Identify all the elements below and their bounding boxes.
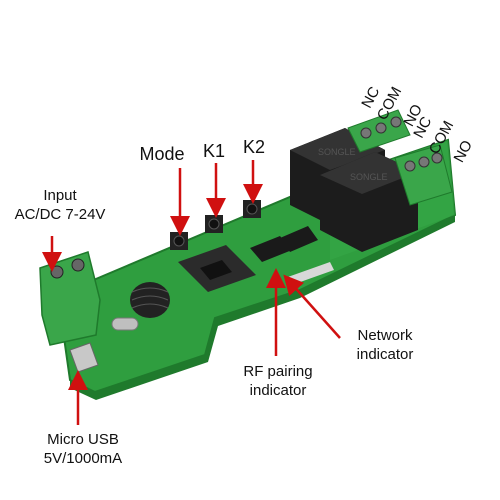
mode-button: [170, 232, 188, 250]
ic-chip-2: [280, 226, 318, 252]
svg-text:SONGLE: SONGLE: [318, 147, 356, 157]
relay-2: SONGLE: [320, 152, 418, 252]
crystal: [111, 317, 139, 331]
rf-label-line2: indicator: [249, 382, 307, 399]
network-label-line1: Network: [357, 327, 413, 344]
k1-button: [205, 215, 223, 233]
input-label: Input AC/DC 7-24V: [10, 186, 110, 224]
mode-label: Mode: [139, 144, 185, 164]
relay-terminal-1: [347, 109, 411, 153]
rf-pairing-indicator-label: RF pairing indicator: [228, 362, 328, 400]
micro-usb-port: [69, 342, 99, 373]
k2-label: K2: [242, 137, 266, 157]
input-label-line1: Input: [43, 187, 77, 204]
svg-text:SONGLE: SONGLE: [350, 172, 388, 182]
usb-label-line1: Micro USB: [47, 431, 119, 448]
usb-label-line2: 5V/1000mA: [43, 450, 123, 467]
relay-terminal-2: [394, 144, 453, 206]
rf-label-line1: RF pairing: [243, 363, 313, 380]
micro-usb-label: Micro USB 5V/1000mA: [28, 430, 138, 468]
k1-label: K1: [202, 141, 226, 161]
network-indicator-label: Network indicator: [340, 326, 430, 364]
network-label-line2: indicator: [356, 346, 414, 363]
wifi-module: [178, 245, 256, 292]
k2-button: [243, 200, 261, 218]
input-terminal: [39, 251, 101, 346]
input-label-line2: AC/DC 7-24V: [14, 206, 106, 223]
arrows: [42, 160, 341, 425]
ic-chip-1: [250, 236, 292, 262]
arrow-network: [283, 274, 341, 339]
rf-coil: [130, 282, 170, 318]
